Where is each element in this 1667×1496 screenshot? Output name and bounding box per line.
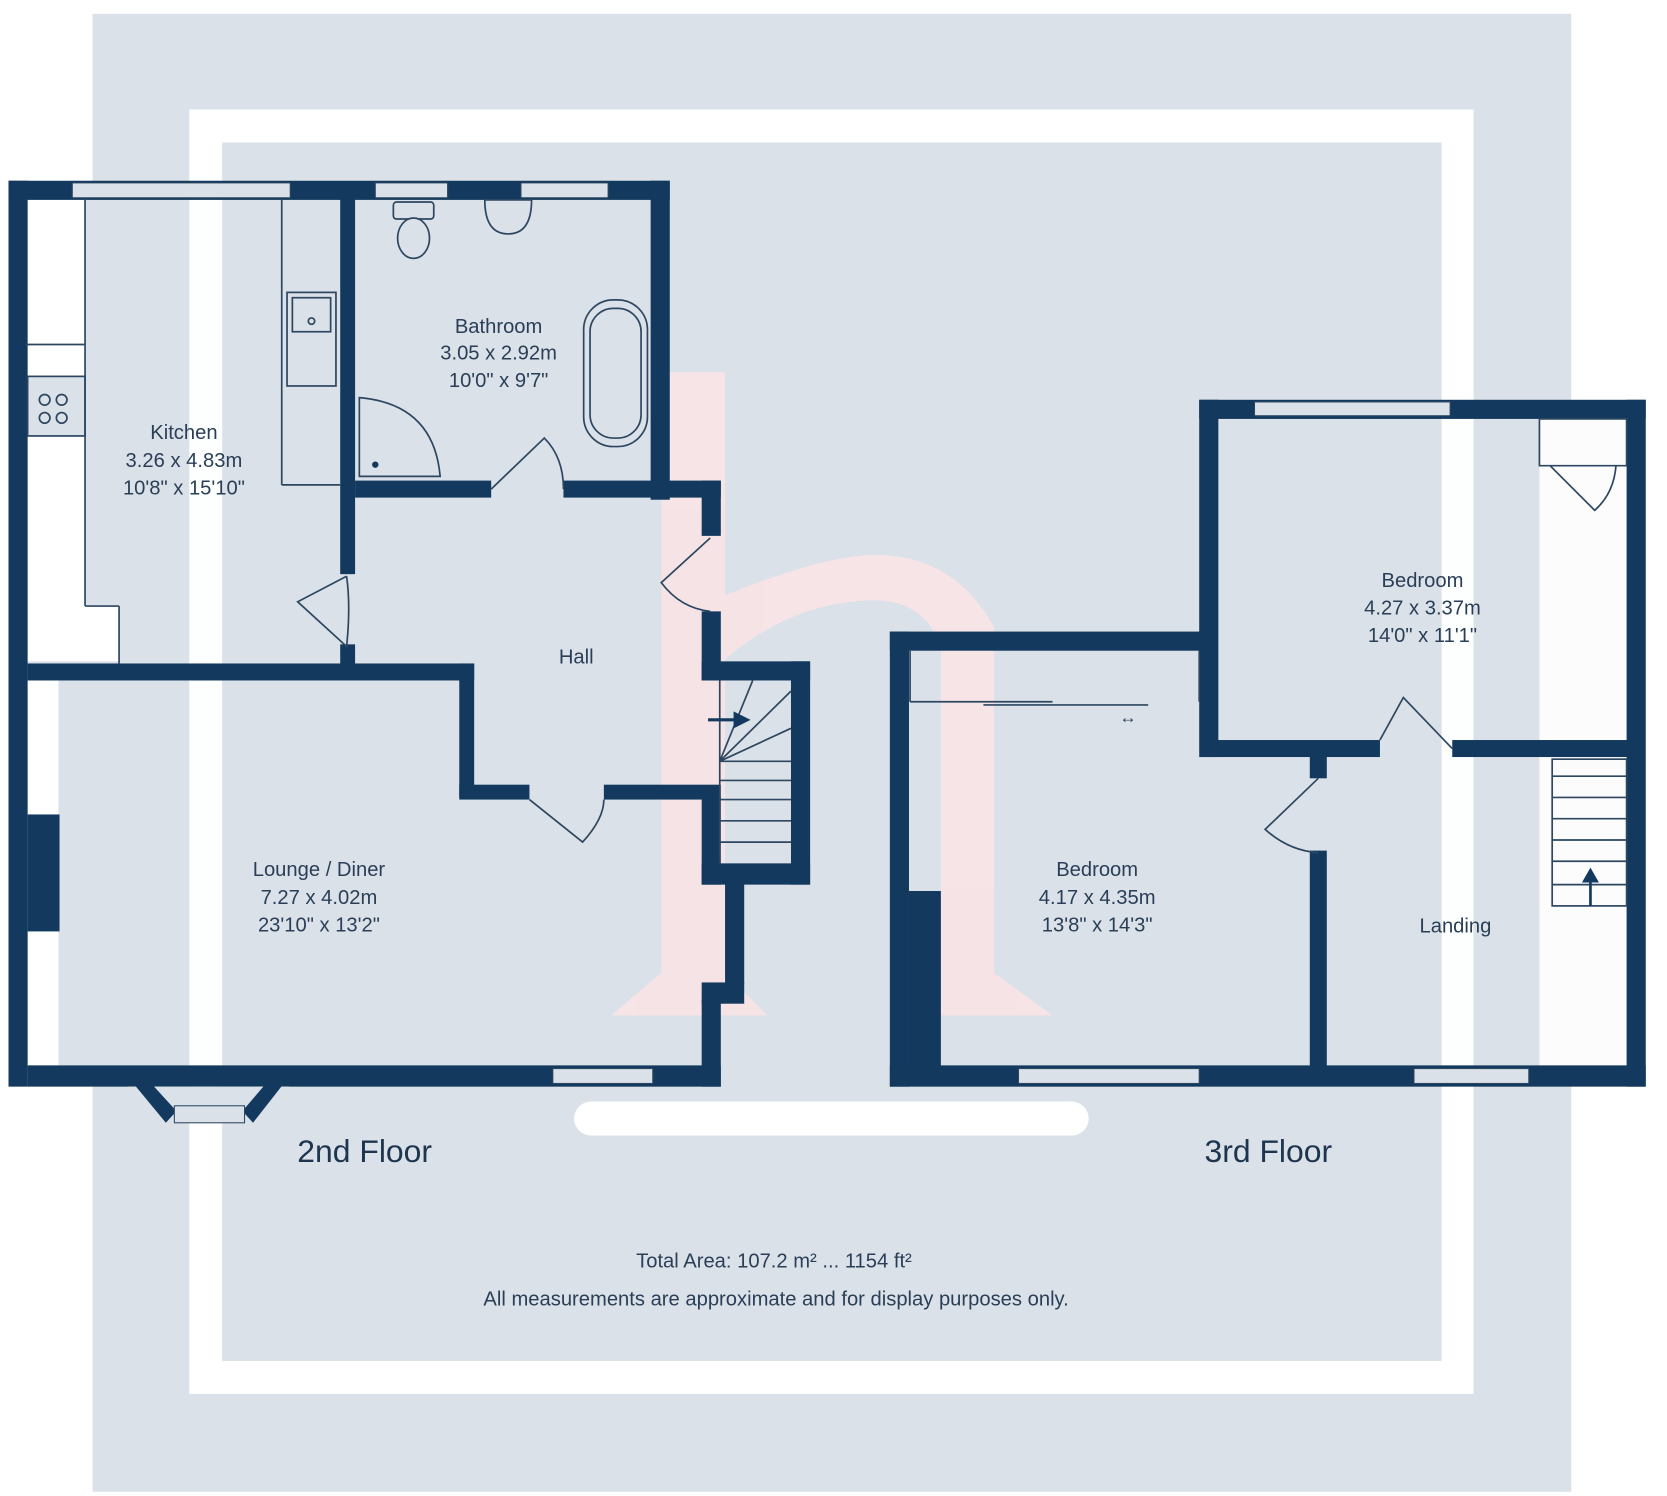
svg-text:13'8" x 14'3": 13'8" x 14'3" — [1042, 914, 1153, 936]
shower-icon — [358, 396, 442, 478]
room-label-bathroom: Bathroom 3.05 x 2.92m 10'0" x 9'7" — [440, 316, 557, 392]
room-label-hall: Hall — [559, 646, 594, 668]
svg-text:Lounge / Diner: Lounge / Diner — [253, 859, 386, 881]
floor-label-2nd: 2nd Floor — [297, 1133, 432, 1169]
svg-text:3.05 x 2.92m: 3.05 x 2.92m — [440, 342, 557, 364]
bathroom-fixtures — [358, 199, 649, 478]
toilet-icon — [392, 201, 435, 220]
svg-text:10'8" x 15'10": 10'8" x 15'10" — [123, 477, 245, 499]
doors — [296, 418, 1628, 854]
watermark-logo — [611, 372, 1053, 1016]
basin-icon — [483, 199, 533, 235]
svg-text:Bedroom: Bedroom — [1056, 859, 1138, 881]
floor-label-3rd: 3rd Floor — [1205, 1133, 1333, 1169]
sliding-arrows-icon: ↔ — [1119, 708, 1136, 727]
svg-text:10'0" x 9'7": 10'0" x 9'7" — [449, 370, 548, 392]
frame-strip-left — [189, 197, 223, 1066]
total-area: Total Area: 107.2 m² ... 1154 ft² — [636, 1250, 912, 1272]
svg-text:4.27 x 3.37m: 4.27 x 3.37m — [1364, 598, 1481, 620]
sliding-wardrobe — [909, 650, 1201, 706]
svg-text:Bedroom: Bedroom — [1382, 570, 1464, 592]
svg-text:Kitchen: Kitchen — [150, 422, 217, 444]
room-label-landing: Landing — [1420, 915, 1492, 937]
hob-icon — [26, 375, 86, 437]
stair-direction-arrow-icon — [733, 711, 751, 729]
room-label-kitchen: Kitchen 3.26 x 4.83m 10'8" x 15'10" — [123, 422, 245, 499]
second-floor-windows — [71, 182, 654, 1084]
white-pill-bar — [574, 1101, 1089, 1136]
svg-text:7.27 x 4.02m: 7.27 x 4.02m — [261, 887, 378, 909]
third-floor-windows — [1017, 401, 1530, 1084]
room-label-bedroom-1: Bedroom 4.27 x 3.37m 14'0" x 11'1" — [1364, 570, 1481, 647]
room-label-bedroom-2: Bedroom 4.17 x 4.35m 13'8" x 14'3" — [1039, 859, 1156, 936]
svg-text:Bathroom: Bathroom — [455, 316, 543, 338]
svg-text:Hall: Hall — [559, 646, 594, 668]
svg-text:23'10" x 13'2": 23'10" x 13'2" — [258, 914, 380, 936]
svg-text:3.26 x 4.83m: 3.26 x 4.83m — [126, 450, 243, 472]
svg-text:14'0" x 11'1": 14'0" x 11'1" — [1368, 625, 1477, 647]
room-label-lounge-diner: Lounge / Diner 7.27 x 4.02m 23'10" x 13'… — [253, 859, 386, 936]
svg-text:4.17 x 4.35m: 4.17 x 4.35m — [1039, 887, 1156, 909]
bay-window — [125, 1073, 292, 1124]
kitchen-worktop-low — [85, 606, 120, 662]
bath-icon — [582, 298, 649, 448]
disclaimer: All measurements are approximate and for… — [483, 1289, 1068, 1311]
kitchen-fixtures — [25, 197, 341, 664]
svg-text:Landing: Landing — [1420, 915, 1492, 937]
up-arrow-icon — [1581, 867, 1599, 883]
stairs-second-floor — [708, 680, 792, 864]
